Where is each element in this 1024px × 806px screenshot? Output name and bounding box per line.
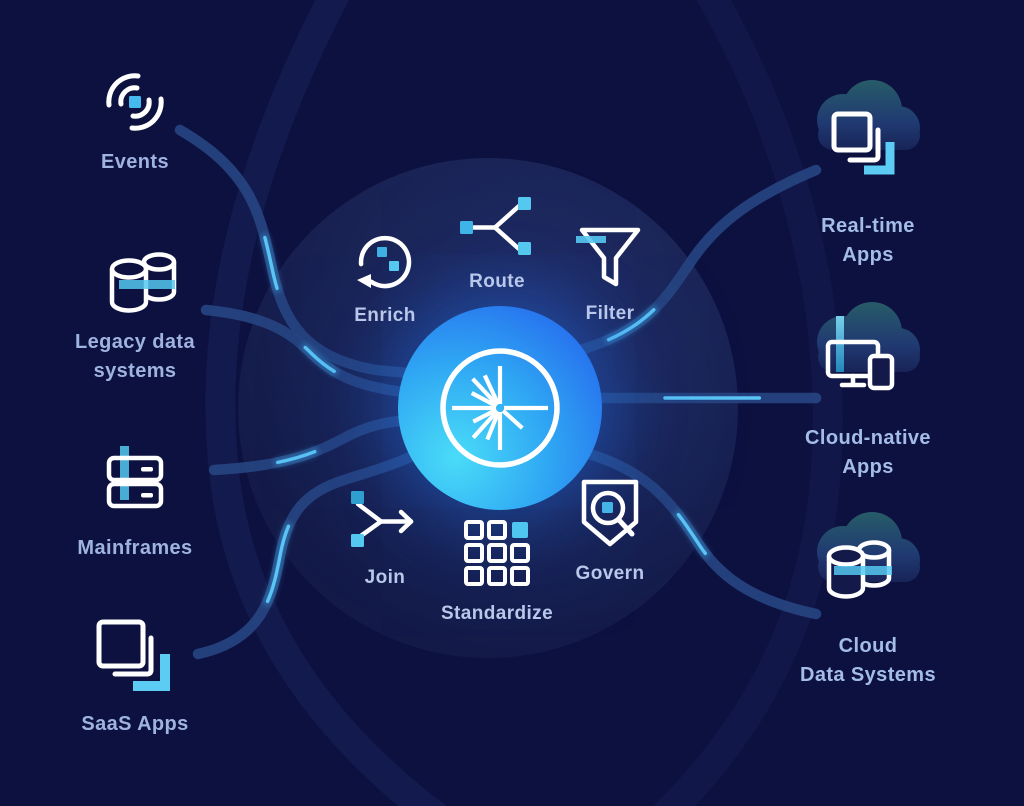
capability-join: Join <box>300 486 470 592</box>
destination-realtime-apps: Real-time Apps <box>763 78 973 270</box>
servers-icon <box>106 446 164 509</box>
capability-label: Join <box>364 567 406 588</box>
source-label: Events <box>101 151 169 173</box>
cloud-apps-icon <box>817 80 920 175</box>
capability-label: Govern <box>575 563 645 584</box>
pipe-saas <box>192 446 426 660</box>
databases-icon <box>109 252 177 313</box>
destination-label: Real-time Apps <box>821 215 915 266</box>
flow-events <box>178 128 420 376</box>
source-saas-apps: SaaS Apps <box>40 616 230 739</box>
destination-cloudnative-apps: Cloud-native Apps <box>763 300 973 482</box>
destination-label: Cloud-native Apps <box>805 427 931 478</box>
destination-label: Cloud Data Systems <box>800 635 936 686</box>
capability-govern: Govern <box>525 472 695 588</box>
capability-label: Route <box>469 271 525 292</box>
capability-label: Standardize <box>440 603 554 624</box>
funnel-icon <box>576 227 641 287</box>
flow-legacy <box>204 308 422 396</box>
cloud-databases-icon <box>817 512 920 599</box>
stacked-apps-icon <box>96 619 170 691</box>
flow-clouddata <box>580 450 818 616</box>
source-label: Legacy data systems <box>74 331 195 382</box>
capability-filter: Filter <box>525 220 695 328</box>
grid-icon <box>464 520 530 586</box>
branch-icon <box>460 197 531 255</box>
cloud-devices-icon <box>817 302 920 391</box>
pipe-mainframes <box>208 414 426 476</box>
source-events: Events <box>40 60 230 177</box>
signal-icon <box>106 73 164 131</box>
shield-magnifier-icon <box>581 479 639 547</box>
refresh-icon <box>357 235 412 289</box>
capability-route: Route <box>412 192 582 296</box>
source-mainframes: Mainframes <box>40 442 230 563</box>
source-legacy-data-systems: Legacy data systems <box>40 242 230 386</box>
capability-standardize: Standardize <box>412 514 582 628</box>
capability-label: Filter <box>585 303 635 324</box>
confluent-spark-logo <box>440 348 560 468</box>
source-label: SaaS Apps <box>81 713 189 735</box>
merge-icon <box>351 491 414 547</box>
source-label: Mainframes <box>77 537 193 559</box>
capability-label: Enrich <box>354 305 416 326</box>
destination-cloud-data-systems: Cloud Data Systems <box>763 510 973 690</box>
flow-realtime <box>578 168 818 352</box>
background-swoosh-right <box>653 0 843 806</box>
capability-enrich: Enrich <box>300 222 470 330</box>
platform-hub <box>398 306 602 510</box>
